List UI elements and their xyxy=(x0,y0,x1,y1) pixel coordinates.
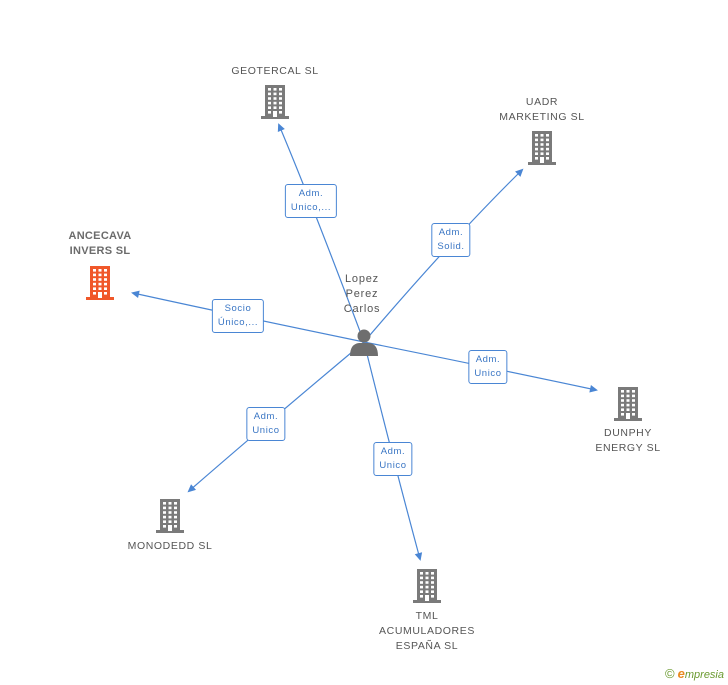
company-label-geotercal[interactable]: GEOTERCAL SL xyxy=(231,64,318,79)
arrowhead-uadr xyxy=(515,168,524,177)
company-label-line: ENERGY SL xyxy=(595,442,661,454)
company-label-monodedd[interactable]: MONODEDD SL xyxy=(128,539,213,554)
person-icon[interactable] xyxy=(350,329,378,357)
building-icon-dunphy[interactable] xyxy=(614,387,642,421)
role-label-line: Unico,... xyxy=(290,202,332,213)
role-label-uadr[interactable]: Adm. Solid. xyxy=(431,223,471,257)
building-icon-geotercal[interactable] xyxy=(261,85,289,119)
building-icon-monodedd[interactable] xyxy=(156,499,184,533)
role-label-line: Socio xyxy=(224,303,252,314)
brand-logo-e: e xyxy=(677,666,685,681)
arrowhead-monodedd xyxy=(187,484,197,493)
person-name-line: Perez xyxy=(345,288,379,300)
company-label-line: ACUMULADORES xyxy=(379,625,475,637)
company-label-line: DUNPHY xyxy=(604,427,652,439)
company-label-line: TML xyxy=(415,610,439,622)
arrowhead-tml xyxy=(414,552,423,561)
company-label-line: UADR xyxy=(525,96,559,108)
role-label-line: Adm. xyxy=(253,411,279,422)
company-label-uadr[interactable]: UADR MARKETING SL xyxy=(499,95,584,125)
arrowhead-ancecava xyxy=(131,290,140,298)
role-label-dunphy[interactable]: Adm. Unico xyxy=(468,350,508,384)
arrowhead-geotercal xyxy=(277,123,285,133)
building-icon-tml[interactable] xyxy=(413,569,441,603)
company-label-line: ESPAÑA SL xyxy=(395,640,459,652)
company-label-ancecava[interactable]: ANCECAVA INVERS SL xyxy=(68,229,131,259)
role-label-line: Unico xyxy=(474,368,502,379)
arrowhead-dunphy xyxy=(589,385,598,393)
person-name-line: Carlos xyxy=(343,303,381,315)
company-label-line: ANCECAVA xyxy=(68,230,132,242)
person-name-line: Lopez xyxy=(345,273,379,285)
building-icon-uadr[interactable] xyxy=(528,131,556,165)
role-label-geotercal[interactable]: Adm. Unico,... xyxy=(284,184,338,218)
role-label-line: Adm. xyxy=(380,446,406,457)
company-label-dunphy[interactable]: DUNPHY ENERGY SL xyxy=(595,426,660,456)
role-label-line: Unico xyxy=(379,460,407,471)
role-label-line: Unico xyxy=(252,425,280,436)
role-label-line: Solid. xyxy=(437,241,465,252)
company-label-line: MARKETING SL xyxy=(499,111,585,123)
building-icon-ancecava[interactable] xyxy=(86,266,114,300)
role-label-line: Adm. xyxy=(438,227,464,238)
role-label-line: Adm. xyxy=(298,188,324,199)
company-label-line: INVERS SL xyxy=(69,245,131,257)
company-label-line: MONODEDD SL xyxy=(127,540,213,552)
role-label-monodedd[interactable]: Adm. Unico xyxy=(246,407,286,441)
company-label-line: GEOTERCAL SL xyxy=(231,65,319,77)
role-label-line: Único,... xyxy=(217,317,259,328)
footer-brand: ©empresia xyxy=(665,666,724,681)
company-label-tml[interactable]: TML ACUMULADORES ESPAÑA SL xyxy=(379,609,475,654)
role-label-line: Adm. xyxy=(475,354,501,365)
brand-logo-text: mpresia xyxy=(684,669,724,681)
role-label-tml[interactable]: Adm. Unico xyxy=(373,442,413,476)
copyright-symbol: © xyxy=(665,666,675,681)
